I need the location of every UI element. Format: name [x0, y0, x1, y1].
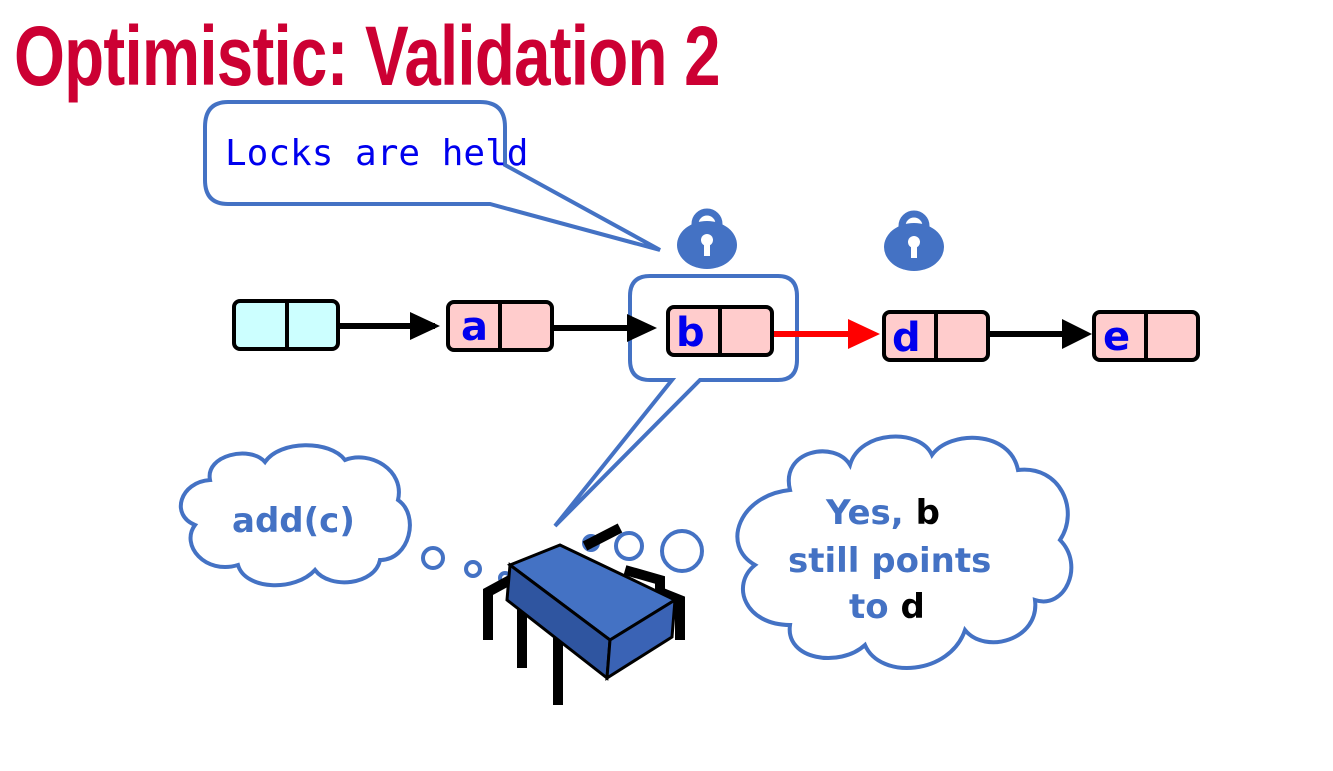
locks-callout: Locks are held [203, 100, 661, 252]
thought-right-line1: Yes, b [825, 493, 940, 533]
thought-left-text: add(c) [232, 501, 355, 541]
locks-callout-text: Locks are held [225, 133, 528, 174]
thought-right-line3: to d [849, 587, 925, 627]
processor-chip-icon [483, 523, 685, 705]
thought-cloud-right: Yes, b still points to d [735, 434, 1074, 670]
slide-title: Optimistic: Validation 2 [14, 9, 721, 103]
lock-icon [884, 210, 944, 271]
lock-icon [677, 208, 737, 269]
arrowhead-icon [848, 319, 880, 349]
node-b-label: b [676, 310, 705, 356]
node-d-label: d [892, 315, 921, 361]
list-node-head [232, 299, 340, 351]
thought-right-line2: still points [788, 541, 991, 581]
node-a-label: a [461, 304, 488, 350]
arrowhead-icon [1062, 319, 1092, 349]
list-node-e: e [1092, 310, 1200, 362]
list-node-b: b [666, 305, 774, 357]
list-node-a: a [446, 300, 554, 352]
arrowhead-icon [627, 314, 657, 342]
list-node-d: d [882, 310, 990, 362]
arrowhead-icon [410, 312, 440, 340]
node-e-label: e [1103, 314, 1130, 360]
thought-cloud-left: add(c) [178, 443, 412, 588]
